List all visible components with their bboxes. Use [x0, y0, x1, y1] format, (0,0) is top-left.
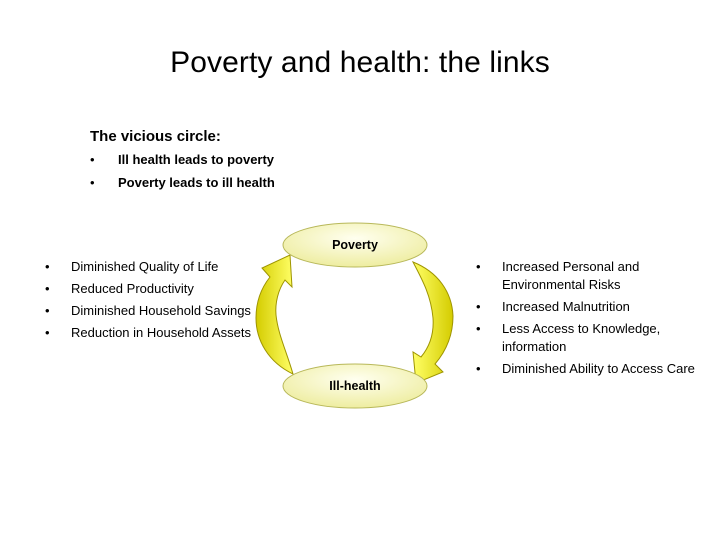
bullet-icon: • [45, 281, 50, 296]
poverty-node [282, 222, 428, 268]
list-item: • Increased Personal and Environmental R… [475, 258, 695, 294]
intro-bullet-item: • Ill health leads to poverty [90, 152, 390, 168]
intro-bullet-list: • Ill health leads to poverty • Poverty … [90, 152, 390, 191]
bullet-icon: • [45, 303, 50, 318]
upward-arrow-icon [255, 254, 294, 375]
intro-bullet-text: Ill health leads to poverty [118, 152, 275, 167]
list-item: • Diminished Quality of Life [44, 258, 259, 276]
ill-health-node [282, 363, 428, 409]
list-item: • Diminished Ability to Access Care [475, 360, 695, 378]
slide-title: Poverty and health: the links [170, 46, 550, 79]
list-item-text: Increased Malnutrition [502, 299, 630, 314]
list-item-text: Increased Personal and Environmental Ris… [502, 259, 640, 292]
poverty-effects-list: • Diminished Quality of Life • Reduced P… [44, 258, 259, 346]
list-item: • Reduction in Household Assets [44, 324, 259, 342]
list-item: • Increased Malnutrition [475, 298, 695, 316]
list-item: • Reduced Productivity [44, 280, 259, 298]
downward-arrow-icon [411, 261, 454, 384]
bullet-icon: • [45, 259, 50, 274]
intro-bullet-text: Poverty leads to ill health [118, 175, 275, 190]
health-effects-list: • Increased Personal and Environmental R… [475, 258, 695, 382]
list-item-text: Diminished Ability to Access Care [502, 361, 695, 376]
intro-bullet-item: • Poverty leads to ill health [90, 175, 390, 191]
list-item-text: Reduction in Household Assets [71, 325, 251, 340]
list-item: • Diminished Household Savings [44, 302, 259, 320]
bullet-icon: • [476, 361, 481, 376]
intro-heading: The vicious circle: [90, 128, 221, 145]
bullet-icon: • [476, 299, 481, 314]
bullet-icon: • [90, 152, 95, 167]
bullet-icon: • [476, 259, 481, 274]
list-item-text: Reduced Productivity [71, 281, 194, 296]
bullet-icon: • [90, 175, 95, 190]
list-item: • Less Access to Knowledge, information [475, 320, 695, 356]
list-item-text: Less Access to Knowledge, information [502, 321, 661, 354]
ill-health-node-label: Ill-health [329, 379, 380, 393]
poverty-node-label: Poverty [332, 238, 378, 252]
bullet-icon: • [476, 321, 481, 336]
list-item-text: Diminished Quality of Life [71, 259, 219, 274]
intro-block: The vicious circle: • Ill health leads t… [90, 128, 390, 198]
list-item-text: Diminished Household Savings [71, 303, 251, 318]
bullet-icon: • [45, 325, 50, 340]
